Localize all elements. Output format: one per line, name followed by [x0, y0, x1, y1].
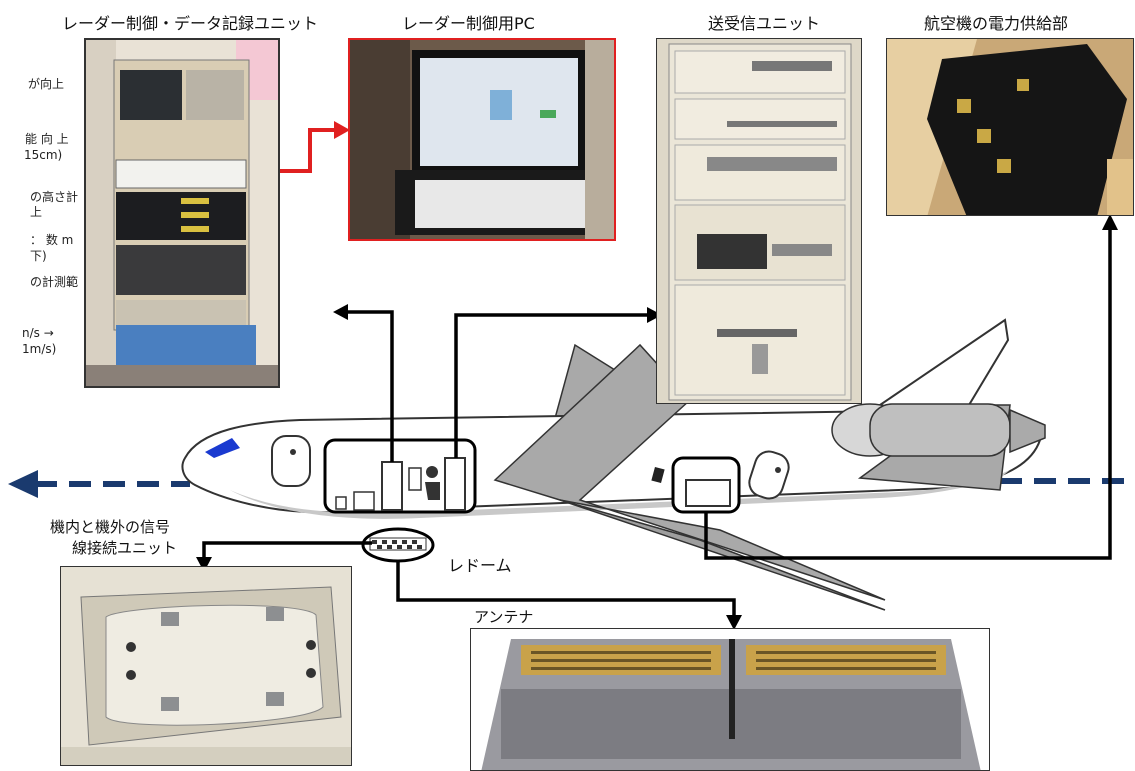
label-transceiver: 送受信ユニット [708, 14, 821, 33]
cabin-cutaway [323, 438, 477, 514]
label-antenna: アンテナ [474, 608, 534, 626]
side-note-10: 1m/s) [22, 342, 57, 356]
photo-antenna [470, 628, 990, 771]
photo-power-supply [886, 38, 1134, 216]
side-note-6: ： 数 m [30, 233, 74, 247]
photo-transceiver [656, 38, 862, 404]
arrow-to-antenna [396, 561, 736, 618]
label-radar-pc: レーダー制御用PC [402, 14, 535, 33]
arrow-to-transceiver [454, 313, 650, 458]
side-note-7: 下) [30, 249, 47, 263]
side-note-4: の高さ計 [30, 190, 79, 204]
label-radar-control-unit: レーダー制御・データ記録ユニット [62, 14, 319, 33]
flight-path-dashed [8, 470, 1135, 498]
side-note-8: の計測範 [30, 275, 79, 289]
arrow-to-power-supply [704, 228, 1112, 560]
flight-direction-arrowhead [8, 470, 38, 498]
side-note-2: 能 向 上 [25, 132, 69, 146]
side-note-3: 15cm) [24, 148, 63, 162]
label-signal-connection-line1: 機内と機外の信号 [50, 518, 171, 536]
arrow-to-signal-unit [202, 541, 372, 560]
photo-radar-pc [348, 38, 616, 241]
arrow-to-control-unit [345, 310, 394, 462]
power-supply-cutaway [671, 456, 741, 514]
side-note-5: 上 [30, 205, 43, 219]
label-signal-connection-line2: 線接続ユニット [72, 539, 178, 557]
connector-arrows [202, 228, 1112, 618]
engine [831, 403, 1046, 457]
label-power-supply: 航空機の電力供給部 [924, 14, 1069, 33]
photo-radar-control-unit [84, 38, 280, 388]
cockpit-window [205, 438, 240, 458]
main-wing [493, 343, 886, 601]
label-radome: レドーム [448, 556, 512, 575]
side-note-9: n/s → [22, 326, 54, 340]
side-note-1: が向上 [28, 77, 65, 91]
radome [361, 527, 435, 563]
photo-signal-connection-unit [60, 566, 352, 766]
